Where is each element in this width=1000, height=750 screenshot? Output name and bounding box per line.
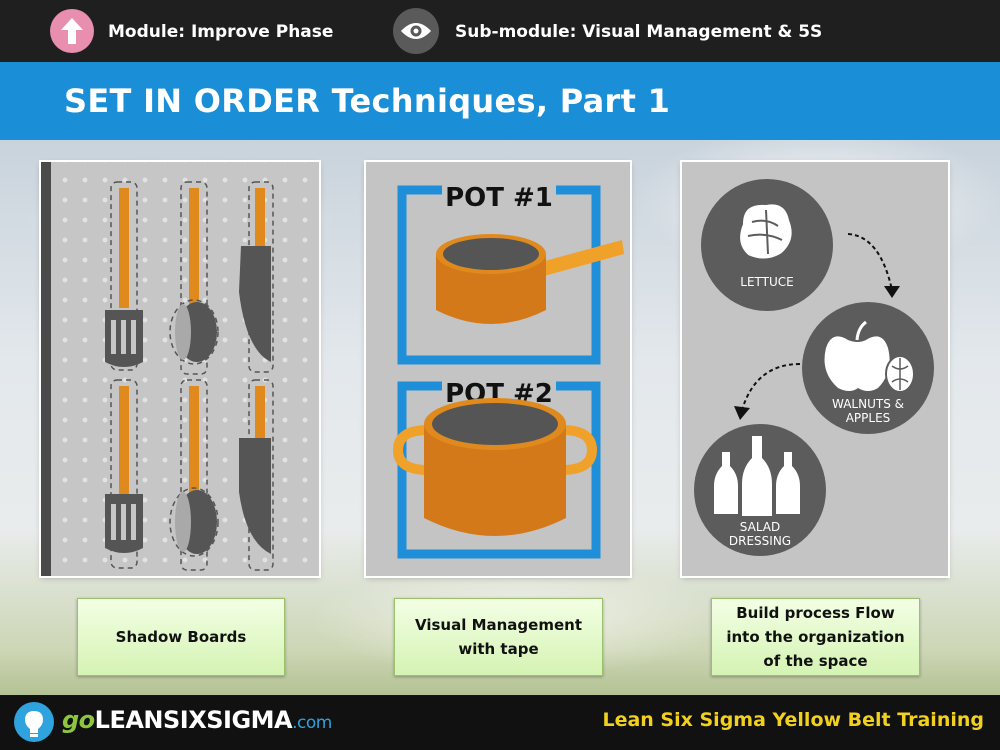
apple-walnut-icon bbox=[824, 320, 915, 393]
flow-arrow bbox=[847, 233, 893, 291]
bottles-icon bbox=[714, 436, 800, 516]
logo-main: LEANSIXSIGMA bbox=[94, 706, 293, 734]
title-bar: SET IN ORDER Techniques, Part 1 bbox=[0, 62, 1000, 140]
footer-bar: goLEANSIXSIGMA.com Lean Six Sigma Yellow… bbox=[0, 695, 1000, 750]
spoon-icon bbox=[169, 379, 219, 571]
caption-process-flow: Build process Flow into the organization… bbox=[711, 598, 920, 676]
submodule-label: Sub-module: Visual Management & 5S bbox=[455, 22, 823, 42]
caption-text: Shadow Boards bbox=[115, 628, 247, 646]
knife-icon bbox=[239, 181, 274, 373]
lettuce-station: LETTUCE bbox=[701, 179, 833, 311]
spoon-icon bbox=[169, 181, 219, 375]
logo-domain: .com bbox=[292, 713, 332, 733]
walnuts-label-line2: APPLES bbox=[846, 411, 891, 425]
stockpot-icon bbox=[392, 398, 598, 536]
caption-line: with tape bbox=[458, 640, 539, 658]
lightbulb-icon bbox=[14, 702, 54, 742]
logo-go: go bbox=[62, 706, 95, 734]
lettuce-label: LETTUCE bbox=[740, 275, 793, 289]
arrow-up-icon bbox=[50, 9, 94, 53]
pot1-label: POT #1 bbox=[445, 183, 553, 213]
dressing-label-line2: DRESSING bbox=[729, 534, 791, 548]
salad-dressing-station: SALAD DRESSING bbox=[694, 424, 826, 556]
dressing-label-line1: SALAD bbox=[740, 520, 780, 534]
board-edge bbox=[41, 162, 51, 576]
caption-line: of the space bbox=[763, 652, 868, 670]
shadow-board-panel bbox=[41, 162, 319, 576]
caption-visual-management: Visual Management with tape bbox=[394, 598, 603, 676]
module-label: Module: Improve Phase bbox=[108, 22, 334, 42]
spatula-icon bbox=[105, 379, 143, 569]
tape-marking-panel: POT #1 POT #2 bbox=[366, 162, 630, 576]
company-logo: goLEANSIXSIGMA.com bbox=[62, 706, 332, 734]
caption-line: into the organization bbox=[726, 628, 905, 646]
process-flow-panel: LETTUCE WALNUTS & APPLES SA bbox=[682, 162, 948, 576]
saucepan-icon bbox=[436, 234, 624, 324]
spatula-icon bbox=[105, 181, 143, 371]
caption-shadow-boards: Shadow Boards bbox=[77, 598, 285, 676]
training-title: Lean Six Sigma Yellow Belt Training bbox=[602, 709, 984, 731]
caption-line: Build process Flow bbox=[736, 604, 895, 622]
walnuts-label-line1: WALNUTS & bbox=[832, 397, 904, 411]
eye-icon bbox=[393, 8, 439, 54]
lettuce-icon bbox=[738, 202, 794, 261]
header-bar: Module: Improve Phase Sub-module: Visual… bbox=[0, 0, 1000, 62]
flow-arrow bbox=[741, 363, 801, 411]
walnuts-apples-station: WALNUTS & APPLES bbox=[802, 302, 934, 434]
caption-line: Visual Management bbox=[415, 616, 582, 634]
knife-icon bbox=[239, 379, 274, 571]
slide-title: SET IN ORDER Techniques, Part 1 bbox=[64, 82, 671, 120]
